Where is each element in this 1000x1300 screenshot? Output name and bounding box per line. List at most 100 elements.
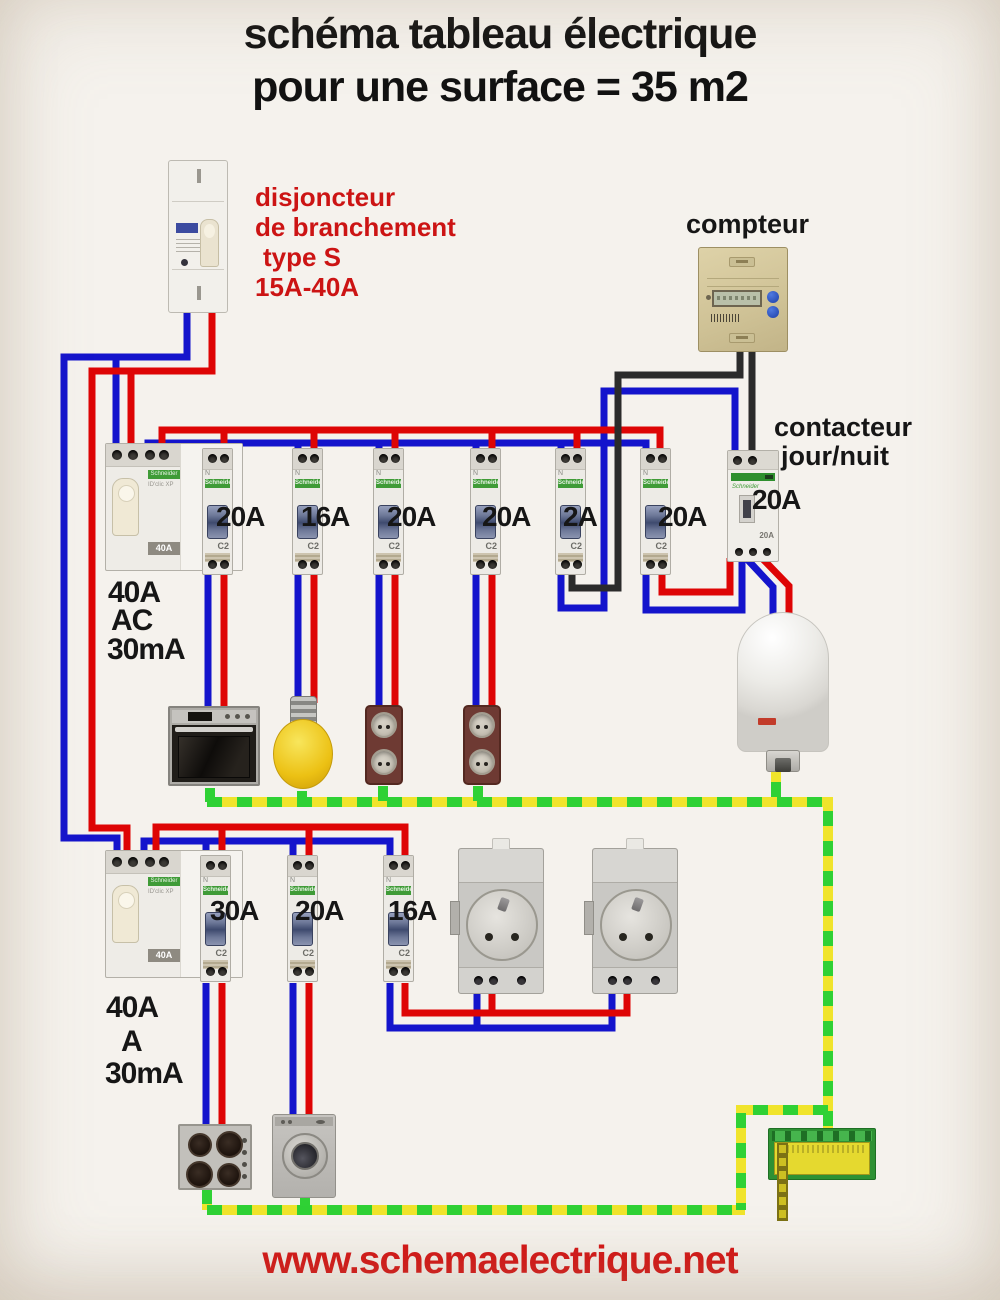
terminal (763, 548, 771, 556)
terminal (305, 967, 314, 976)
terminal (298, 454, 307, 463)
socket-outlet (469, 749, 495, 775)
module-side-clip (584, 901, 594, 935)
oven-knob (225, 714, 230, 719)
terminal-shield (290, 960, 315, 969)
curve-marking: C2 (217, 541, 229, 551)
terminal (305, 861, 314, 870)
neutral-marking: N (643, 470, 649, 477)
terminal (220, 560, 229, 569)
breaker-toggle (475, 505, 496, 539)
din-socket-module-1 (450, 838, 544, 994)
breaker-row1-6: N Schneider C2 (640, 448, 671, 575)
terminal (735, 548, 743, 556)
wall-socket-double-2 (463, 705, 501, 785)
rating-badge: 40A (148, 949, 180, 962)
rating-marking: 20A (759, 531, 774, 540)
brand-strip: Schneider (643, 479, 668, 488)
breaker-toggle (560, 505, 581, 539)
brand-strip: Schneider (290, 886, 315, 895)
brand-chip (176, 223, 198, 233)
contactor-label-line1: contacteur (774, 412, 913, 442)
terminal (218, 861, 227, 870)
terminal-shield (295, 553, 320, 562)
light-bulb-glass (273, 719, 333, 789)
socket-recess (466, 889, 538, 961)
breaker-row1-3: N Schneider C2 (373, 448, 404, 575)
module-top (459, 849, 543, 883)
rating-row1-breaker5: 2A (563, 501, 598, 532)
diff1-rating: 40A (108, 576, 161, 609)
breaker-slot (197, 169, 201, 183)
wall-socket-double-1 (365, 705, 403, 785)
terminal (220, 454, 229, 463)
rating-row1-breaker6: 20A (658, 501, 707, 532)
socket-outlet (469, 712, 495, 738)
title-line1: schéma tableau électrique (243, 10, 758, 58)
cooktop-knob (242, 1162, 247, 1167)
rating-row2-breaker1: 30A (210, 895, 259, 926)
cooktop-knob (242, 1138, 247, 1143)
oven-appliance (168, 706, 260, 786)
terminal-shield (203, 960, 228, 969)
neutral-marking: N (473, 470, 479, 477)
din-socket-module-2 (584, 838, 678, 994)
breaker-toggle (205, 912, 226, 946)
title-line2: pour une surface = 35 m2 (252, 63, 749, 111)
washer-control-panel (275, 1117, 333, 1126)
terminal (218, 967, 227, 976)
brand-strip: Schneider (205, 479, 230, 488)
terminal (298, 560, 307, 569)
terminal-shield (205, 553, 230, 562)
module-terminals (593, 967, 677, 993)
oven-knob (235, 714, 240, 719)
earth-port (777, 1195, 788, 1208)
test-button (181, 259, 188, 266)
washer-drum (291, 1142, 319, 1170)
rating-contactor: 20A (752, 484, 801, 515)
earth-terminal-block (768, 1128, 876, 1221)
terminal (561, 560, 570, 569)
terminal (646, 454, 655, 463)
terminal (748, 456, 757, 465)
burner (216, 1131, 243, 1158)
terminal (389, 967, 398, 976)
curve-marking: C2 (215, 948, 227, 958)
diff1-sensitivity: 30mA (107, 633, 186, 666)
curve-marking: C2 (307, 541, 319, 551)
washer-door (282, 1133, 328, 1179)
diff2-rating: 40A (106, 991, 159, 1024)
diff-toggle (112, 885, 139, 943)
breaker-switch (200, 219, 219, 267)
neutral-marking: N (205, 470, 211, 477)
terminal (488, 560, 497, 569)
seam (172, 201, 224, 202)
breaker-row1-1: N Schneider C2 (202, 448, 233, 575)
terminal (733, 456, 742, 465)
earth-block-front (774, 1142, 870, 1221)
socket-outlet (371, 749, 397, 775)
website-url: www.schemaelectrique.net (262, 1239, 738, 1282)
terminal (658, 454, 667, 463)
contactor-label-line2: jour/nuit (781, 441, 889, 471)
main-breaker-label-line2: de branchement (255, 212, 456, 242)
breaker-toggle (292, 912, 313, 946)
terminal (310, 560, 319, 569)
earth-pin (631, 896, 644, 913)
meter-signal-wires (568, 348, 756, 592)
neutral-marking: N (558, 470, 564, 477)
terminal-shield (473, 553, 498, 562)
oven-handle (175, 727, 253, 732)
rating-row1-breaker4: 20A (482, 501, 531, 532)
breaker-toggle (207, 505, 228, 539)
meter-seal (729, 333, 755, 343)
brand-strip: Schneider (376, 479, 401, 488)
diff1-type: AC (111, 604, 153, 637)
earth-port (777, 1208, 788, 1221)
burner (188, 1133, 212, 1157)
terminal-shield (386, 960, 411, 969)
terminal (401, 967, 410, 976)
oven-knob (245, 714, 250, 719)
oven-door (172, 725, 256, 782)
